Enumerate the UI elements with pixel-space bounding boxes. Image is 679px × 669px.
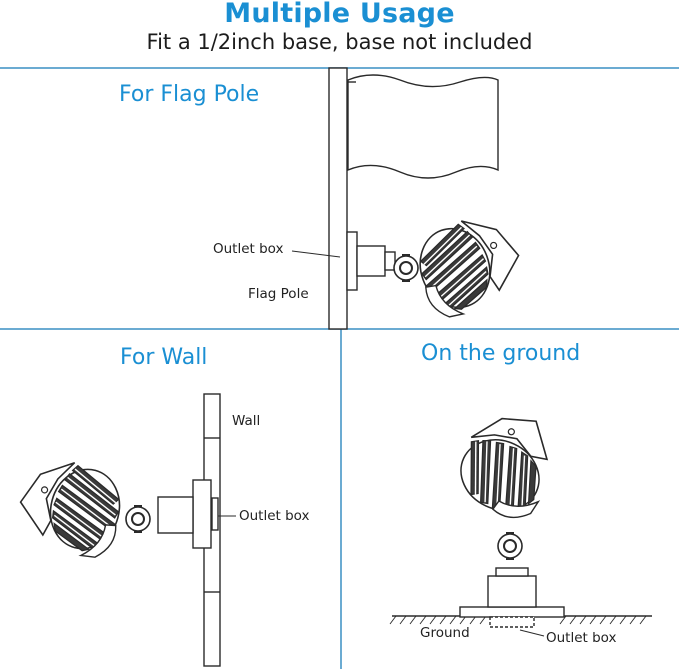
ground-outlet-box-label: Outlet box <box>546 630 617 646</box>
wall-heading: For Wall <box>120 345 208 370</box>
flag-pole-knuckle <box>393 254 419 282</box>
flag-pole-pole-label: Flag Pole <box>248 286 309 302</box>
ground-label: Ground <box>420 625 470 641</box>
page-subtitle: Fit a 1/2inch base, base not included <box>146 30 533 54</box>
ground-heading: On the ground <box>421 341 581 366</box>
flag-pole-heading: For Flag Pole <box>119 82 260 107</box>
ground-knuckle <box>497 532 523 560</box>
flag-pole-spotlight <box>406 205 532 325</box>
flag-pole-illustration <box>291 67 499 330</box>
ground-illustration <box>389 567 652 637</box>
flag-pole-outlet-box-label: Outlet box <box>213 241 284 257</box>
wall-label: Wall <box>232 413 261 429</box>
wall-outlet-box-label: Outlet box <box>239 508 310 524</box>
page-title: Multiple Usage <box>224 0 455 29</box>
wall-spotlight <box>10 451 131 564</box>
wall-illustration <box>157 393 236 667</box>
ground-spotlight <box>446 398 570 528</box>
wall-knuckle <box>125 505 151 533</box>
